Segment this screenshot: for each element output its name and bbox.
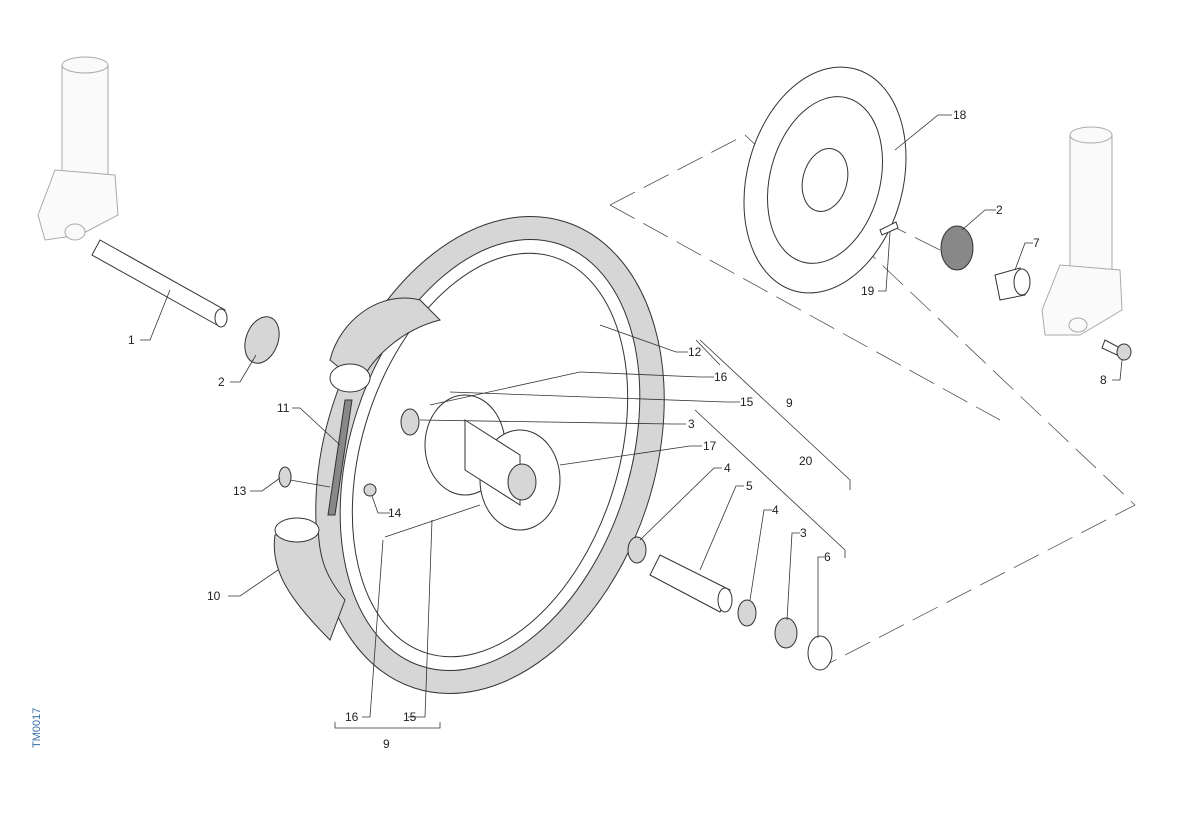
callout-5: 5 bbox=[746, 479, 753, 493]
rim-band bbox=[327, 399, 353, 516]
inner-tube bbox=[273, 297, 441, 641]
callout-16: 16 bbox=[714, 370, 728, 384]
callout-9: 9 bbox=[786, 396, 793, 410]
callout-15: 15 bbox=[403, 710, 417, 724]
callout-20: 20 bbox=[799, 454, 813, 468]
hub bbox=[424, 394, 561, 531]
spoke bbox=[384, 504, 481, 538]
right-spacer bbox=[994, 267, 1031, 301]
distance-tube bbox=[649, 554, 733, 613]
pinch-bolt bbox=[1101, 339, 1132, 361]
callout-2: 2 bbox=[218, 375, 225, 389]
brake-disc bbox=[743, 66, 907, 294]
callout-17: 17 bbox=[703, 439, 717, 453]
callout-12: 12 bbox=[688, 345, 702, 359]
callout-8: 8 bbox=[1100, 373, 1107, 387]
spacer-washer bbox=[737, 599, 757, 627]
callout-4: 4 bbox=[724, 461, 731, 475]
callout-3: 3 bbox=[800, 526, 807, 540]
callout-16: 16 bbox=[345, 710, 359, 724]
spoke bbox=[429, 371, 581, 406]
callout-14: 14 bbox=[388, 506, 402, 520]
callout-19: 19 bbox=[861, 284, 875, 298]
circlip bbox=[807, 635, 833, 671]
valve-nut bbox=[363, 483, 377, 497]
callout-7: 7 bbox=[1033, 236, 1040, 250]
leader-lines bbox=[140, 114, 1123, 729]
callout-10: 10 bbox=[207, 589, 221, 603]
callout-6: 6 bbox=[824, 550, 831, 564]
valve bbox=[278, 466, 331, 488]
callout-4: 4 bbox=[772, 503, 779, 517]
wheel-axle bbox=[91, 239, 228, 328]
callout-1: 1 bbox=[128, 333, 135, 347]
disc-screw bbox=[879, 221, 899, 236]
callout-2: 2 bbox=[996, 203, 1003, 217]
right-bearing bbox=[774, 617, 798, 649]
left-bearing bbox=[400, 408, 420, 436]
right-fork-leg bbox=[1041, 126, 1123, 336]
callout-11: 11 bbox=[277, 401, 290, 415]
drawing-code: TM0017 bbox=[31, 708, 43, 748]
right-dust-seal bbox=[940, 225, 974, 271]
callout-9: 9 bbox=[383, 737, 390, 751]
callout-15: 15 bbox=[740, 395, 754, 409]
spacer-washer bbox=[627, 536, 647, 564]
callout-18: 18 bbox=[953, 108, 967, 122]
callout-3: 3 bbox=[688, 417, 695, 431]
left-fork-leg bbox=[37, 56, 119, 241]
callout-13: 13 bbox=[233, 484, 247, 498]
left-dust-seal bbox=[244, 316, 280, 364]
